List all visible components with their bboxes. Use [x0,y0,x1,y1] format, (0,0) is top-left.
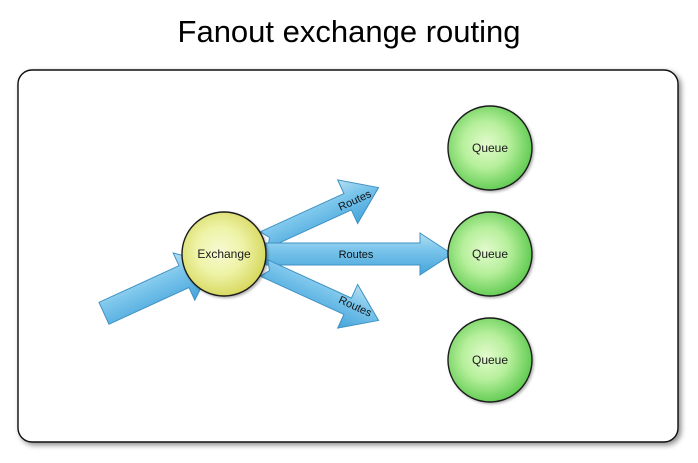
page-title: Fanout exchange routing [178,14,521,49]
arrow-body-2 [265,232,453,276]
arrow-body-1 [98,252,214,325]
node-exchange[interactable]: Exchange [181,211,267,297]
queue-3-circle[interactable] [447,317,533,403]
arrow-head-3 [259,258,380,329]
exchange-circle[interactable] [181,211,267,297]
queue-3-label: Queue [472,353,508,367]
edge-exchange-to-queue-3: Routes [259,258,380,329]
node-queue-3[interactable]: Queue [447,317,533,403]
queue-1-label: Queue [472,141,508,155]
node-queue-1[interactable]: Queue [447,105,533,191]
exchange-label: Exchange [197,247,251,261]
edge-exchange-to-queue-2: Routes [265,232,453,276]
edge-label-2: Routes [339,249,374,261]
queue-2-label: Queue [472,247,508,261]
queue-1-circle[interactable] [447,105,533,191]
node-queue-2[interactable]: Queue [447,211,533,297]
queue-2-circle[interactable] [447,211,533,297]
arrow-head-1 [259,179,380,250]
